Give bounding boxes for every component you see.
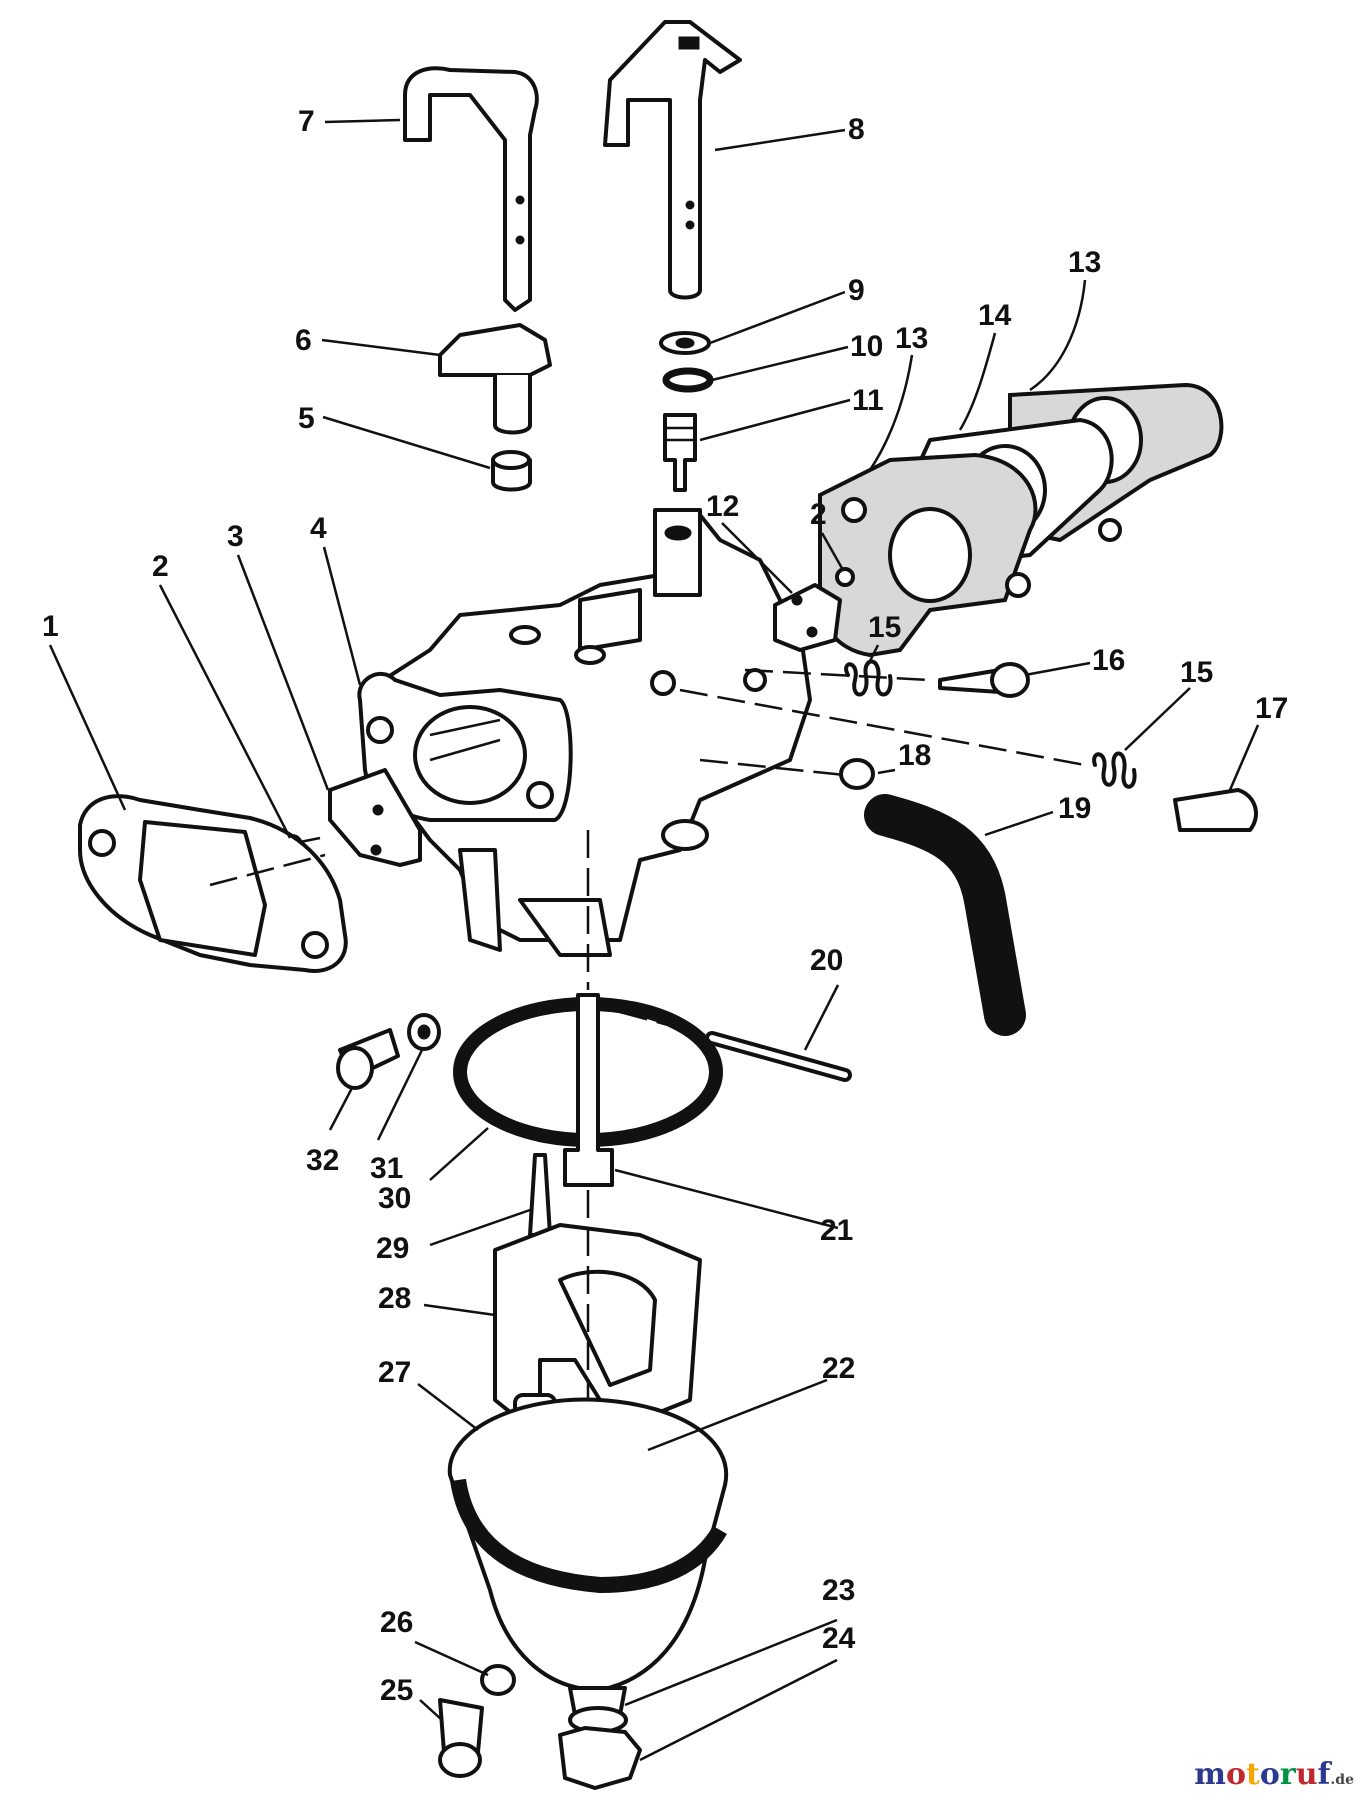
callout-29: 29 — [376, 1232, 409, 1265]
callout-21: 21 — [820, 1214, 853, 1247]
callout-16: 16 — [1092, 644, 1125, 677]
callout-24: 24 — [822, 1622, 856, 1655]
part-11-screw — [663, 413, 697, 492]
callout-22: 22 — [822, 1352, 855, 1385]
callout-25: 25 — [380, 1674, 413, 1707]
part-16-screw — [744, 662, 1030, 698]
callout-31: 31 — [370, 1152, 403, 1185]
callout-9: 9 — [848, 274, 865, 307]
part-21-main-jet — [563, 830, 614, 1187]
part-28-float — [493, 1223, 702, 1427]
part-7-throttle-shaft — [403, 66, 539, 312]
part-2-screw-right — [835, 567, 855, 587]
part-24-bowl-nut — [558, 1726, 642, 1790]
callout-15-lower: 15 — [1180, 656, 1213, 689]
part-17-screw — [679, 688, 1258, 832]
watermark-letter: u — [1295, 1757, 1318, 1792]
callout-27: 27 — [378, 1356, 411, 1389]
callout-2-left: 2 — [152, 550, 169, 583]
watermark-letter: t — [1246, 1757, 1260, 1792]
callout-6: 6 — [295, 324, 312, 357]
watermark-letter: m — [1194, 1757, 1226, 1792]
callout-23: 23 — [822, 1574, 855, 1607]
callout-labels: 7 8 9 10 11 6 5 13 14 13 4 3 2 1 12 2 15… — [42, 105, 1288, 1707]
watermark-letter: o — [1226, 1757, 1247, 1792]
watermark-letter: o — [1259, 1757, 1280, 1792]
callout-13-front: 13 — [895, 322, 928, 355]
callout-32: 32 — [306, 1144, 339, 1177]
part-15-spring-lower — [1092, 751, 1137, 789]
part-27-float-bowl — [447, 1397, 729, 1692]
part-29-inlet-needle — [528, 1153, 552, 1237]
part-4-carburetor-body — [357, 508, 812, 957]
callout-2-right: 2 — [810, 498, 827, 531]
callout-4: 4 — [310, 512, 327, 545]
part-10-seal — [662, 367, 714, 393]
callout-3: 3 — [227, 520, 244, 553]
part-6-lever — [438, 323, 552, 435]
callout-1: 1 — [42, 610, 59, 643]
callout-15-upper: 15 — [868, 611, 901, 644]
callout-5: 5 — [298, 402, 315, 435]
callout-11: 11 — [852, 384, 884, 417]
part-5-bushing — [491, 450, 532, 492]
callout-13-rear: 13 — [1068, 246, 1101, 279]
callout-7: 7 — [298, 105, 315, 138]
part-23-bowl-fitting — [568, 1686, 628, 1734]
callout-12: 12 — [706, 490, 739, 523]
callout-17: 17 — [1255, 692, 1288, 725]
callout-18: 18 — [898, 739, 931, 772]
part-3-plate — [328, 768, 422, 867]
part-12-plate — [773, 583, 842, 652]
part-1-gasket — [78, 794, 348, 973]
watermark-suffix: .de — [1330, 1772, 1354, 1788]
callout-10: 10 — [850, 330, 883, 363]
part-32-screw — [336, 1028, 400, 1090]
leader-lines — [48, 118, 1260, 1762]
callout-8: 8 — [848, 113, 865, 146]
callout-28: 28 — [378, 1282, 411, 1315]
part-8-choke-shaft — [603, 20, 742, 300]
part-13-gasket-front — [817, 452, 1038, 658]
part-20-pin — [619, 1010, 852, 1082]
part-9-washer — [659, 331, 711, 355]
callout-26: 26 — [380, 1606, 413, 1639]
watermark-letter: r — [1279, 1757, 1296, 1792]
part-26-washer — [480, 1664, 516, 1696]
part-19-fuel-hose — [864, 794, 1026, 1036]
part-18-clip — [699, 758, 875, 790]
callout-20: 20 — [810, 944, 843, 977]
part-31-washer — [407, 1013, 441, 1051]
watermark-letter: f — [1317, 1757, 1331, 1792]
callout-14: 14 — [978, 299, 1012, 332]
callout-30: 30 — [378, 1182, 411, 1215]
motoruf-watermark: motoruf.de — [1194, 1757, 1354, 1792]
callout-19: 19 — [1058, 792, 1091, 825]
part-25-drain-screw — [438, 1698, 484, 1778]
